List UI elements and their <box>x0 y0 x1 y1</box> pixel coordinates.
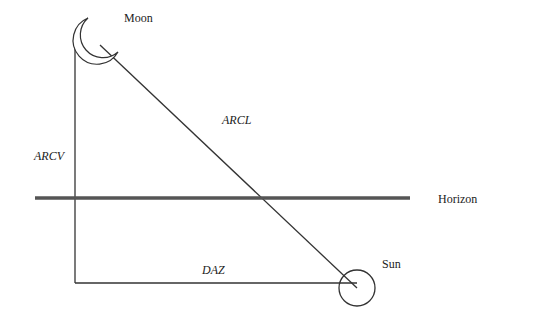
horizontal-leg <box>75 282 357 283</box>
angle-label: DAZ <box>202 264 225 276</box>
angle-label: ARCL <box>222 114 251 126</box>
sun-symbol <box>339 270 375 306</box>
vertical-leg <box>74 35 75 283</box>
body-label: Moon <box>124 12 153 24</box>
body-label: Sun <box>382 258 401 270</box>
horizon-label: Horizon <box>438 193 477 205</box>
moon-crescent <box>73 18 118 64</box>
horizon-line <box>35 196 410 200</box>
angle-label: ARCV <box>34 150 64 162</box>
arc-line <box>100 45 357 288</box>
